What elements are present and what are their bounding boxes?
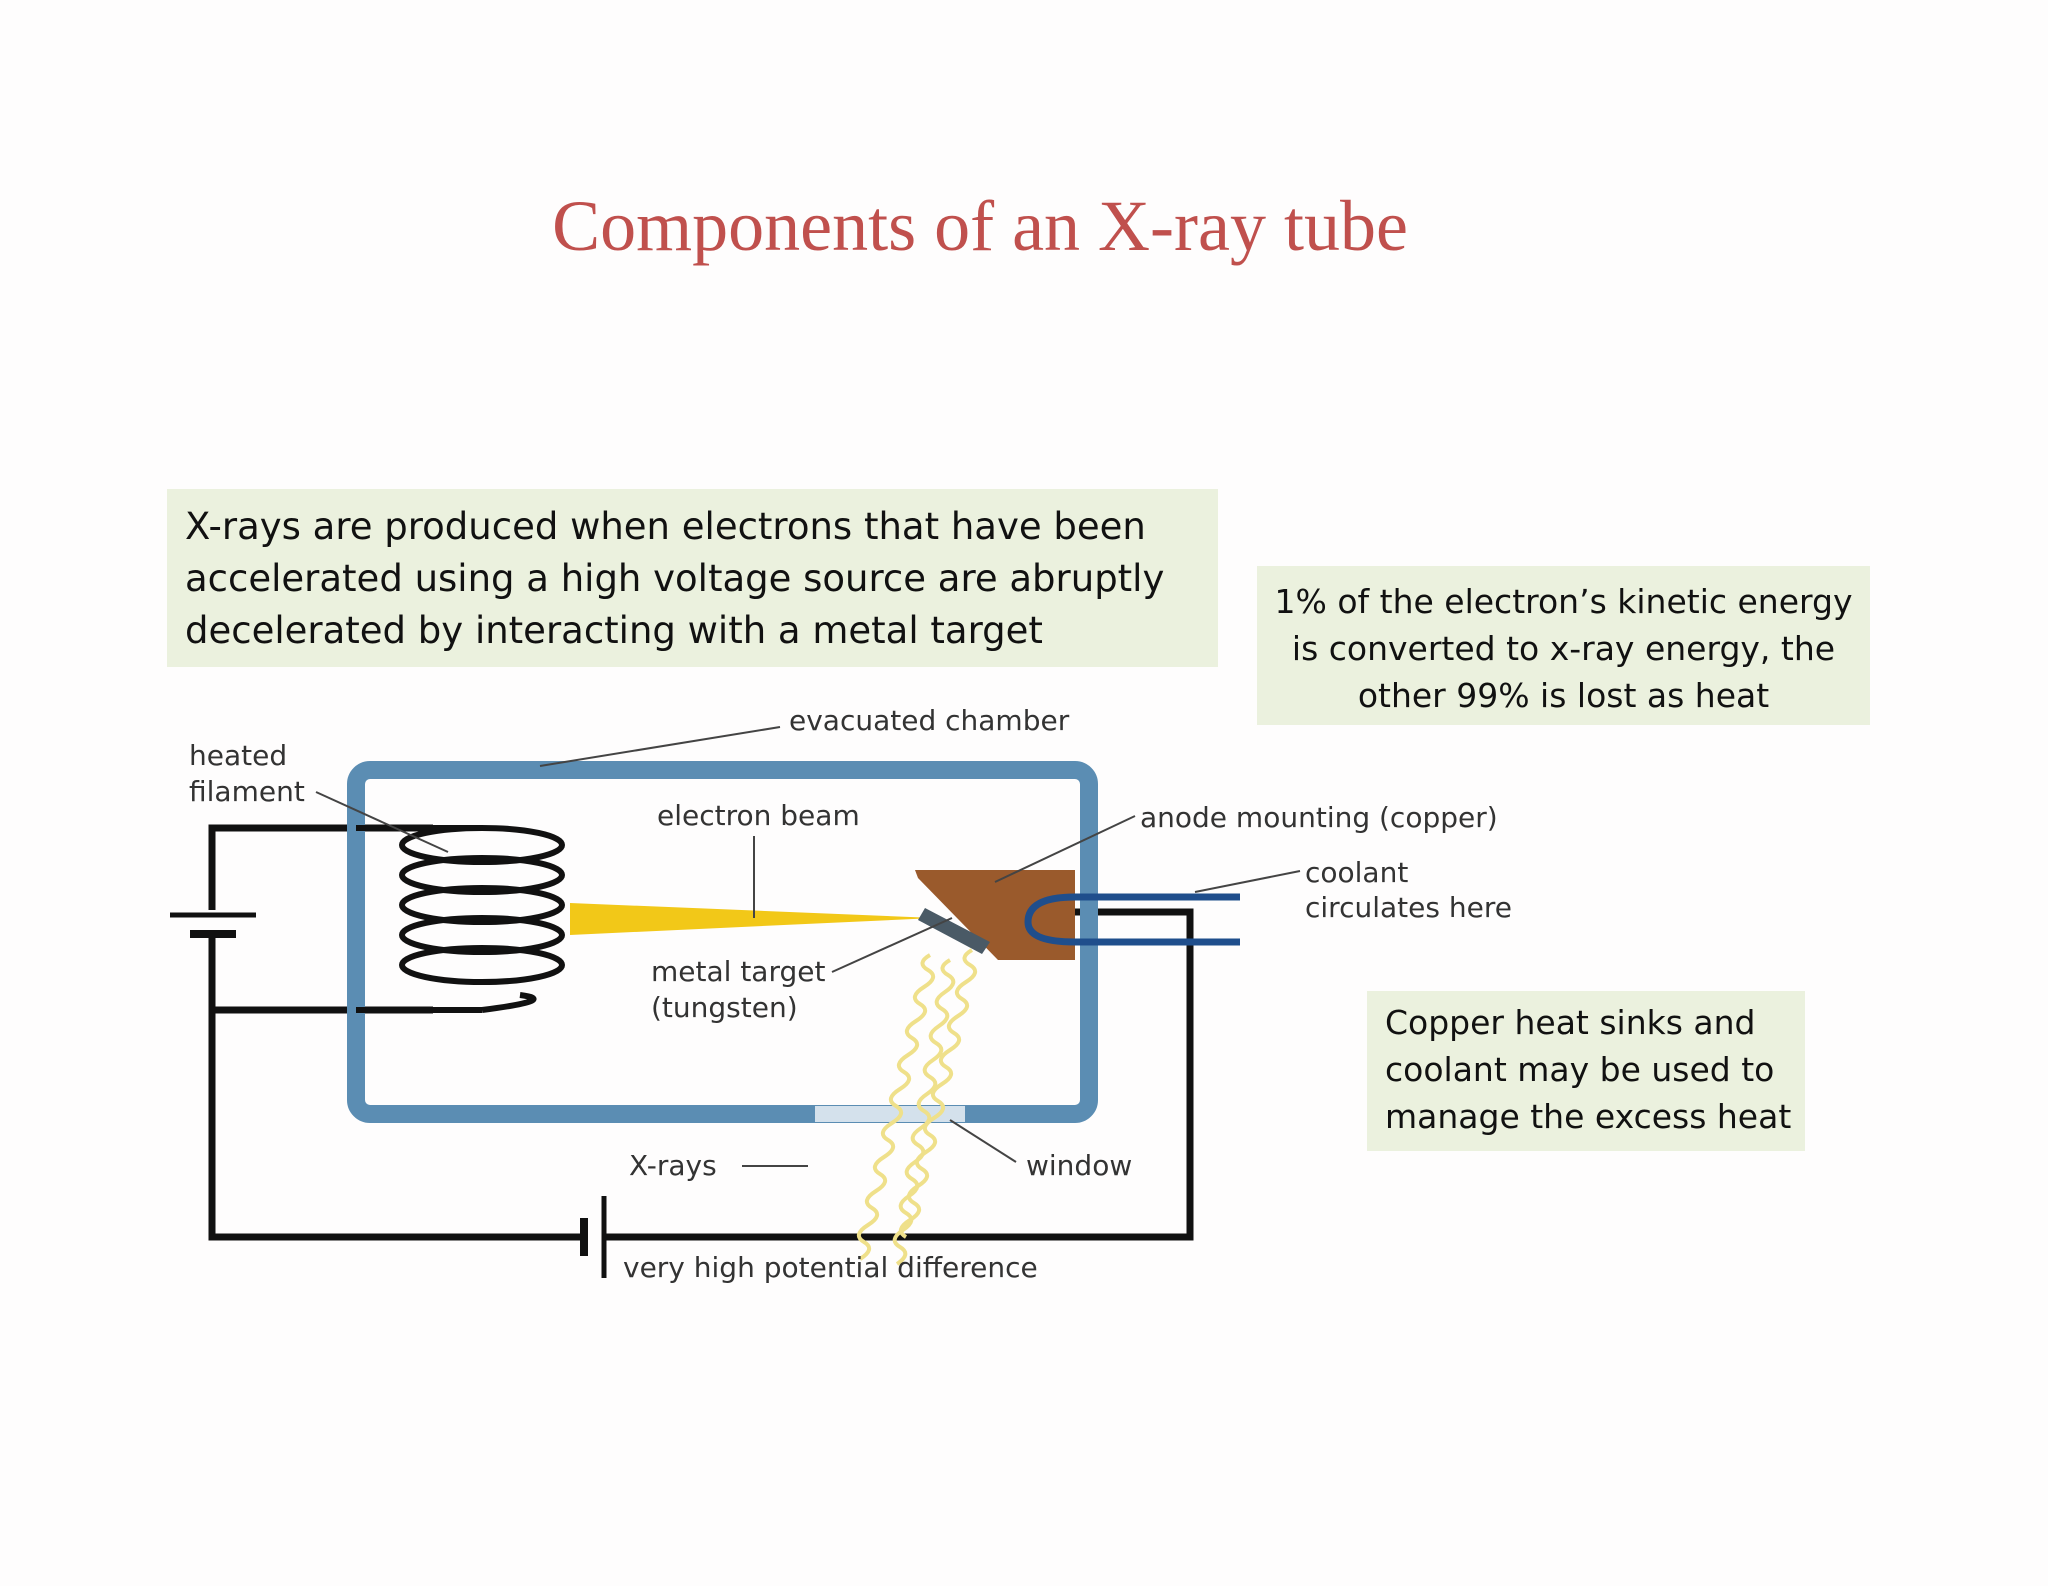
xray-production-note: X-rays are produced when electrons that … xyxy=(167,489,1218,667)
energy-efficiency-note: 1% of the electron’s kinetic energy is c… xyxy=(1257,566,1870,725)
xray-waves xyxy=(856,948,978,1266)
note-line: other 99% is lost as heat xyxy=(1357,676,1770,715)
label-coolant: circulates here xyxy=(1305,891,1512,924)
electron-beam xyxy=(570,903,935,935)
note-line: manage the excess heat xyxy=(1385,1097,1792,1136)
coolant-pipe xyxy=(1024,893,1240,946)
note-line: Copper heat sinks and xyxy=(1385,1003,1756,1042)
label-coolant: coolant xyxy=(1305,856,1408,889)
label-electron-beam: electron beam xyxy=(657,799,860,832)
label-heated-filament: filament xyxy=(189,775,305,808)
label-evacuated-chamber: evacuated chamber xyxy=(789,704,1070,737)
note-line: accelerated using a high voltage source … xyxy=(185,557,1165,600)
note-line: X-rays are produced when electrons that … xyxy=(185,505,1146,548)
note-line: decelerated by interacting with a metal … xyxy=(185,609,1043,652)
label-x-rays: X-rays xyxy=(629,1149,717,1182)
label-window: window xyxy=(1026,1149,1132,1182)
high-voltage-battery xyxy=(580,1196,607,1278)
note-line: is converted to x-ray energy, the xyxy=(1291,629,1836,668)
label-metal-target: metal target xyxy=(651,955,825,988)
note-line: coolant may be used to xyxy=(1385,1050,1775,1089)
label-potential-difference: very high potential difference xyxy=(623,1251,1038,1284)
heat-management-note: Copper heat sinks and coolant may be use… xyxy=(1367,991,1805,1151)
note-line: 1% of the electron’s kinetic energy xyxy=(1274,582,1853,621)
tungsten-target xyxy=(918,908,990,954)
label-anode-mounting: anode mounting (copper) xyxy=(1140,801,1498,834)
filament-battery xyxy=(170,912,256,938)
filament-coil xyxy=(356,825,565,1013)
anode-mounting xyxy=(915,870,1075,960)
leader-lines xyxy=(315,726,1301,1167)
label-heated-filament: heated xyxy=(189,739,287,772)
page-title: Components of an X-ray tube xyxy=(552,186,1408,266)
filament-circuit xyxy=(208,824,433,1014)
label-metal-target: (tungsten) xyxy=(651,991,798,1024)
